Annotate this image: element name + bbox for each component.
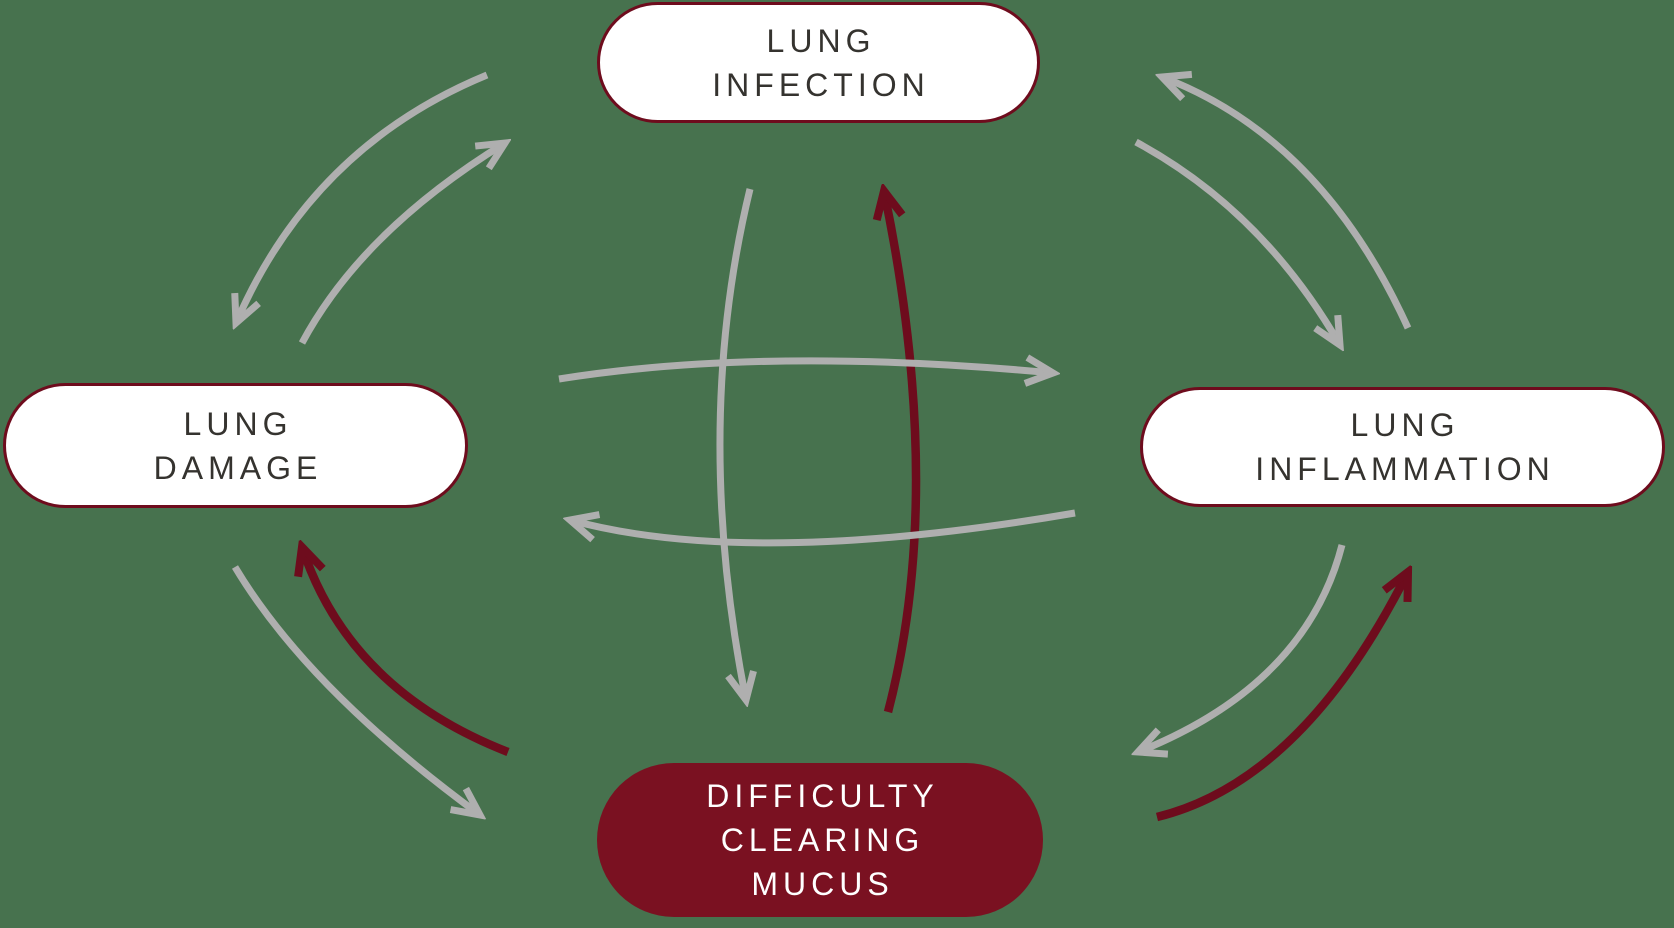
node-lung-infection: LUNG INFECTION [597, 2, 1040, 123]
arrow-damage-to-mucus [231, 565, 480, 815]
node-label-line: LUNG [1350, 407, 1460, 443]
node-lung-damage: LUNG DAMAGE [3, 383, 468, 508]
node-difficulty-clearing-mucus: DIFFICULTY CLEARING MUCUS [597, 763, 1043, 917]
arrow-infection-to-mucus-center [716, 188, 750, 700]
arrow-damage-to-infection [298, 143, 505, 345]
arrow-damage-to-inflammation-center [558, 361, 1053, 379]
arrow-inflammation-to-damage-center [570, 509, 1076, 547]
node-label-line: INFLAMMATION [1255, 451, 1555, 487]
node-label-line: DAMAGE [153, 449, 323, 486]
node-label-line: DIFFICULTY [706, 778, 939, 814]
arrow-infection-to-damage [236, 71, 489, 323]
node-lung-inflammation: LUNG INFLAMMATION [1140, 387, 1665, 507]
arrow-mucus-to-damage [302, 547, 510, 756]
arrow-infection-to-inflammation [1134, 138, 1340, 345]
node-label-line: LUNG [183, 405, 293, 442]
node-label-line: INFECTION [712, 66, 930, 103]
node-label-line: CLEARING [720, 822, 925, 858]
arrow-mucus-to-inflammation [1155, 572, 1408, 822]
arrow-inflammation-to-infection [1162, 77, 1412, 330]
arrow-inflammation-to-mucus [1138, 544, 1346, 752]
node-label-line: LUNG [766, 22, 876, 59]
arrow-mucus-to-infection-center [884, 191, 921, 714]
node-label-line: MUCUS [751, 866, 894, 902]
